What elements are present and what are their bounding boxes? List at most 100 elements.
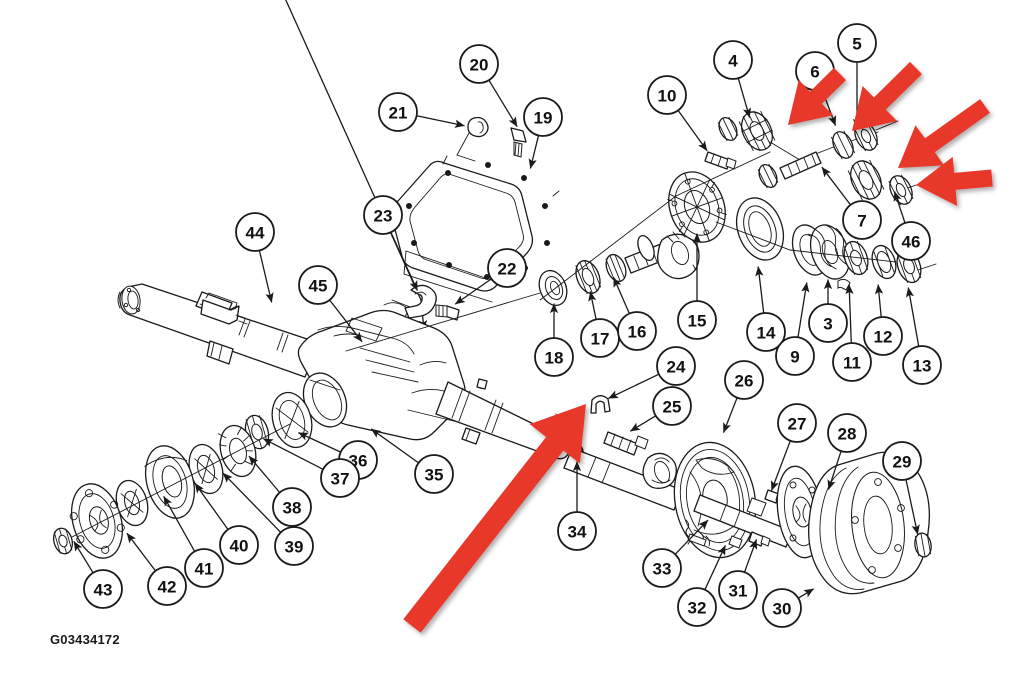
- callout-number: 33: [653, 560, 672, 579]
- callout-number: 21: [389, 104, 408, 123]
- callout-bubble: [652, 386, 692, 426]
- callout-bubble: [647, 75, 687, 115]
- callout-bubble: [272, 487, 312, 527]
- callout-leader: [797, 588, 815, 599]
- callout-bubble: [459, 44, 499, 84]
- callout-42: 42: [126, 532, 187, 606]
- arrow-pinion-nut: [788, 67, 846, 125]
- callout-bubble: [827, 413, 867, 453]
- callout-41: 41: [163, 495, 224, 588]
- callout-43: 43: [73, 540, 123, 609]
- callout-bubble: [557, 511, 597, 551]
- callout-24: 24: [608, 346, 696, 399]
- callout-number: 16: [628, 323, 647, 342]
- callout-bubble: [713, 40, 753, 80]
- callout-17: 17: [580, 291, 620, 358]
- callout-bubble: [378, 92, 418, 132]
- axle-housing-assembly: [117, 283, 571, 460]
- callout-number: 24: [667, 358, 686, 377]
- callout-bubble: [414, 454, 454, 494]
- callout-leader: [743, 539, 758, 573]
- callout-bubble: [677, 587, 717, 627]
- drawing-id-label: G03434172: [50, 632, 120, 647]
- callout-number: 29: [893, 453, 912, 472]
- callout-bubble: [184, 548, 224, 588]
- callout-9: 9: [775, 282, 815, 376]
- callout-number: 5: [852, 35, 861, 54]
- callout-number: 27: [788, 415, 807, 434]
- callout-bubble: [363, 195, 403, 235]
- callout-19: 19: [523, 97, 563, 169]
- callout-34: 34: [557, 461, 597, 551]
- callout-leader: [488, 79, 518, 128]
- highlight-arrow-layer: [403, 61, 993, 633]
- callout-bubble: [837, 23, 877, 63]
- callout-bubble: [677, 300, 717, 340]
- callout-15: 15: [677, 233, 717, 340]
- callout-bubble: [642, 548, 682, 588]
- callout-leader: [629, 415, 657, 432]
- callout-leader: [329, 299, 363, 343]
- callout-leader: [528, 135, 540, 169]
- callout-7: 7: [821, 166, 882, 240]
- callout-leader: [454, 278, 492, 305]
- differential-carrier-group: [715, 197, 937, 291]
- callout-leader: [704, 545, 726, 590]
- callout-bubble: [523, 97, 563, 137]
- callout-number: 10: [658, 87, 677, 106]
- callout-leader: [370, 428, 419, 464]
- callout-35: 35: [370, 428, 454, 494]
- callout-leader: [737, 78, 751, 118]
- callout-bubble: [882, 441, 922, 481]
- axle-shaft-group: [563, 395, 683, 511]
- callout-leader: [588, 291, 597, 320]
- callout-leader: [770, 440, 791, 491]
- callout-number: 26: [735, 372, 754, 391]
- callout-number: 35: [425, 466, 444, 485]
- callout-23: 23: [363, 195, 418, 291]
- left-wheel-end-stack: [52, 391, 313, 559]
- main-arrow: [403, 404, 586, 633]
- callout-number: 23: [374, 207, 393, 226]
- callout-number: 17: [591, 330, 610, 349]
- callout-bubble: [320, 458, 360, 498]
- callout-leader: [163, 495, 196, 552]
- callout-leader: [258, 250, 274, 303]
- callout-bubble: [617, 311, 657, 351]
- callout-21: 21: [378, 92, 465, 132]
- callout-bubble: [656, 346, 696, 386]
- callout-bubble: [863, 316, 903, 356]
- callout-18: 18: [534, 303, 574, 377]
- callout-bubble: [298, 265, 338, 305]
- callout-10: 10: [647, 75, 708, 152]
- callout-leader: [874, 284, 884, 318]
- callout-leader: [722, 397, 738, 433]
- callout-number: 20: [470, 56, 489, 75]
- callout-leader: [613, 277, 630, 314]
- callout-number: 34: [568, 523, 587, 542]
- callout-number: 6: [810, 63, 819, 82]
- callout-22: 22: [454, 248, 527, 305]
- callout-bubble: [219, 525, 259, 565]
- callout-leader: [677, 110, 708, 152]
- callout-bubble: [718, 570, 758, 610]
- callout-leader: [821, 166, 852, 206]
- callout-11: 11: [832, 284, 872, 382]
- callout-leader: [608, 373, 660, 399]
- callout-number: 45: [309, 277, 328, 296]
- callout-5: 5: [837, 23, 877, 129]
- top-leader-line: [285, 0, 428, 331]
- callout-leader: [73, 540, 94, 574]
- callout-leader: [390, 232, 418, 291]
- callout-leader: [126, 532, 157, 572]
- callout-leader: [298, 432, 341, 453]
- callout-16: 16: [613, 277, 657, 351]
- callout-leader: [893, 191, 906, 224]
- callout-26: 26: [722, 360, 764, 433]
- callout-40: 40: [194, 482, 259, 565]
- callout-number: 15: [688, 312, 707, 331]
- callout-bubble: [775, 336, 815, 376]
- callout-28: 28: [827, 413, 867, 490]
- arrow-seal: [916, 156, 993, 206]
